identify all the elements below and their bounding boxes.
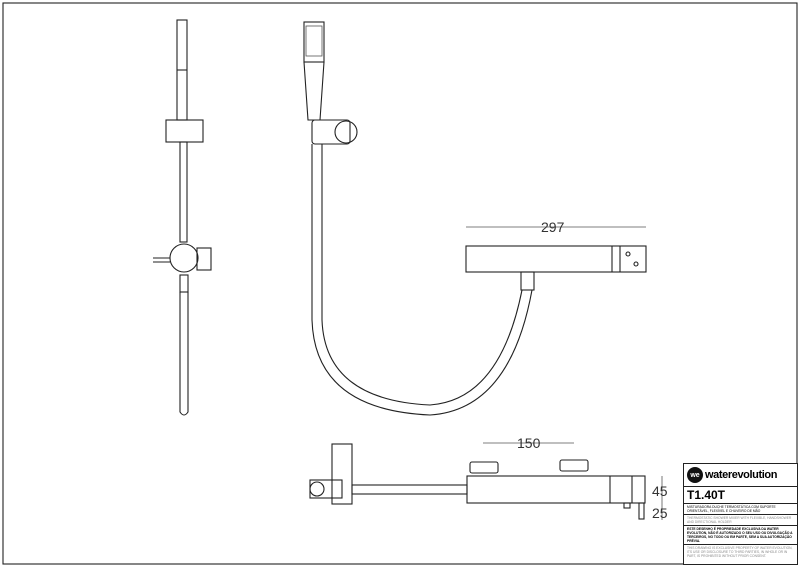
- side-view-handshower: [303, 21, 535, 416]
- title-block: we waterevolution T1.40T MISTURADORA DUC…: [683, 463, 798, 565]
- dim-45: 45: [652, 483, 668, 499]
- front-view-rail: [153, 19, 212, 416]
- elevation-view-mixer: 150 45 25: [309, 435, 668, 521]
- dim-150: 150: [517, 435, 541, 451]
- disclaimer-pt: ESTE DESENHO É PROPRIEDADE EXCLUSIVA DA …: [684, 526, 797, 545]
- brand-logo: we waterevolution: [684, 464, 797, 487]
- description-en: THERMOSTATIC SHOWER MIXER WITH FLEXIBLE,…: [684, 515, 797, 526]
- description-pt: MISTURADORA DUCHE TERMOSTÁTICA COM SUPOR…: [684, 504, 797, 515]
- top-view-mixer: 297: [465, 219, 647, 273]
- product-code: T1.40T: [684, 487, 797, 504]
- logo-mark: we: [687, 467, 703, 483]
- brand-name: waterevolution: [705, 469, 778, 481]
- dim-25: 25: [652, 505, 668, 521]
- disclaimer-en: THIS DRAWING IS EXCLUSIVE PROPERTY OF WA…: [687, 546, 793, 558]
- dim-297: 297: [541, 219, 565, 235]
